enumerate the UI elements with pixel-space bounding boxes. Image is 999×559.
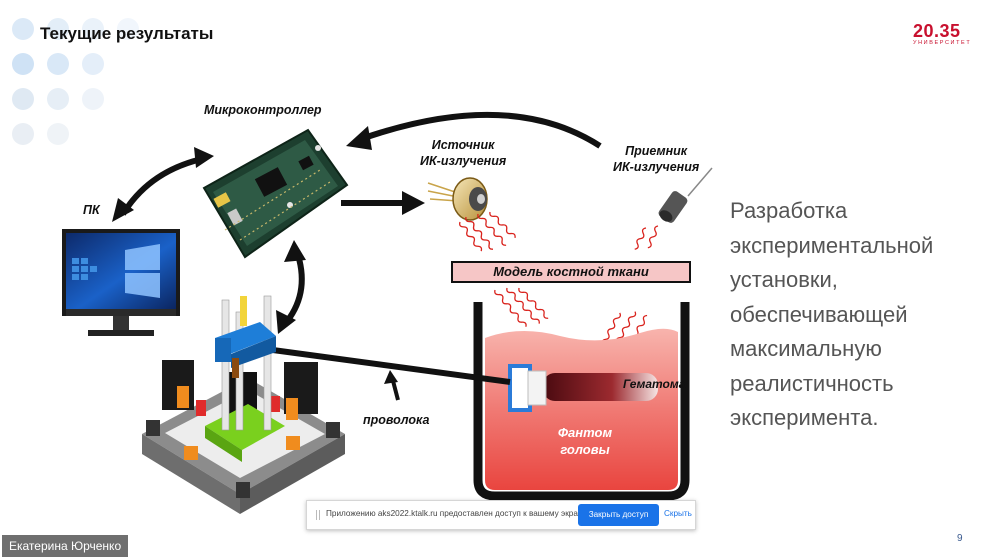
positioner-mechanism — [142, 295, 345, 514]
ir-source-label-line2: ИК-излучения — [420, 154, 507, 168]
ir-source-label-line1: Источник — [431, 138, 495, 152]
description-line: Разработка — [730, 198, 848, 223]
decor-dot — [82, 18, 104, 40]
page-number: 9 — [957, 533, 963, 544]
ir-source-icon — [427, 177, 488, 221]
pc-label: ПК — [83, 203, 100, 217]
ir-receiver-label-line1: Приемник — [625, 144, 688, 158]
bone-tissue-model-label: Модель костной ткани — [451, 261, 691, 283]
head-phantom-container — [473, 302, 690, 501]
drag-handle-icon[interactable] — [316, 510, 320, 520]
microcontroller-label: Микроконтроллер — [204, 103, 322, 117]
university-logo: 20.35 УНИВЕРСИТЕТ — [913, 22, 973, 46]
phantom-label-line2: головы — [560, 442, 610, 457]
presenter-name-badge: Екатерина Юрченко — [2, 535, 129, 557]
wire-label: проволока — [363, 413, 430, 427]
description-line: экспериментальной — [730, 232, 934, 258]
stop-sharing-button[interactable]: Закрыть доступ — [578, 504, 659, 526]
screen-share-message: Приложению aks2022.ktalk.ru предоставлен… — [326, 509, 588, 518]
description-line: максимальную — [730, 336, 882, 361]
description-line: реалистичность — [730, 370, 894, 396]
hide-link[interactable]: Скрыть — [664, 509, 692, 518]
ir-receiver-label: Приемник ИК-излучения — [613, 143, 699, 175]
ir-receiver-label-line2: ИК-излучения — [613, 160, 700, 174]
pc-monitor-icon — [62, 229, 180, 336]
ir-source-label: Источник ИК-излучения — [420, 137, 506, 169]
phantom-label-line1: Фантом — [557, 425, 613, 440]
decor-dot — [47, 18, 69, 40]
description-line: обеспечивающей — [730, 301, 908, 327]
description-line: установки, — [730, 267, 838, 292]
decor-dot — [47, 53, 69, 75]
logo-subtitle: УНИВЕРСИТЕТ — [913, 40, 972, 46]
logo-number: 20.35 — [913, 21, 961, 41]
screen-share-bar: Приложению aks2022.ktalk.ru предоставлен… — [306, 500, 696, 530]
decor-dot — [47, 88, 69, 110]
head-phantom-label: Фантом головы — [540, 424, 630, 458]
hematoma-label: Гематома — [623, 377, 686, 391]
decor-dot — [117, 18, 139, 40]
decor-dot — [12, 18, 34, 40]
description-text: Разработка экспериментальной установки, … — [730, 194, 990, 436]
ir-receiver-icon — [658, 167, 713, 223]
decor-dot — [12, 123, 34, 145]
decor-dot — [82, 53, 104, 75]
decorative-dots — [0, 0, 139, 160]
description-line: эксперимента. — [730, 405, 879, 430]
slide-title: Текущие результаты — [40, 24, 214, 43]
decor-dot — [47, 123, 69, 145]
microcontroller-board — [202, 128, 349, 259]
decor-dot — [12, 53, 34, 75]
decor-dot — [82, 88, 104, 110]
decor-dot — [12, 88, 34, 110]
